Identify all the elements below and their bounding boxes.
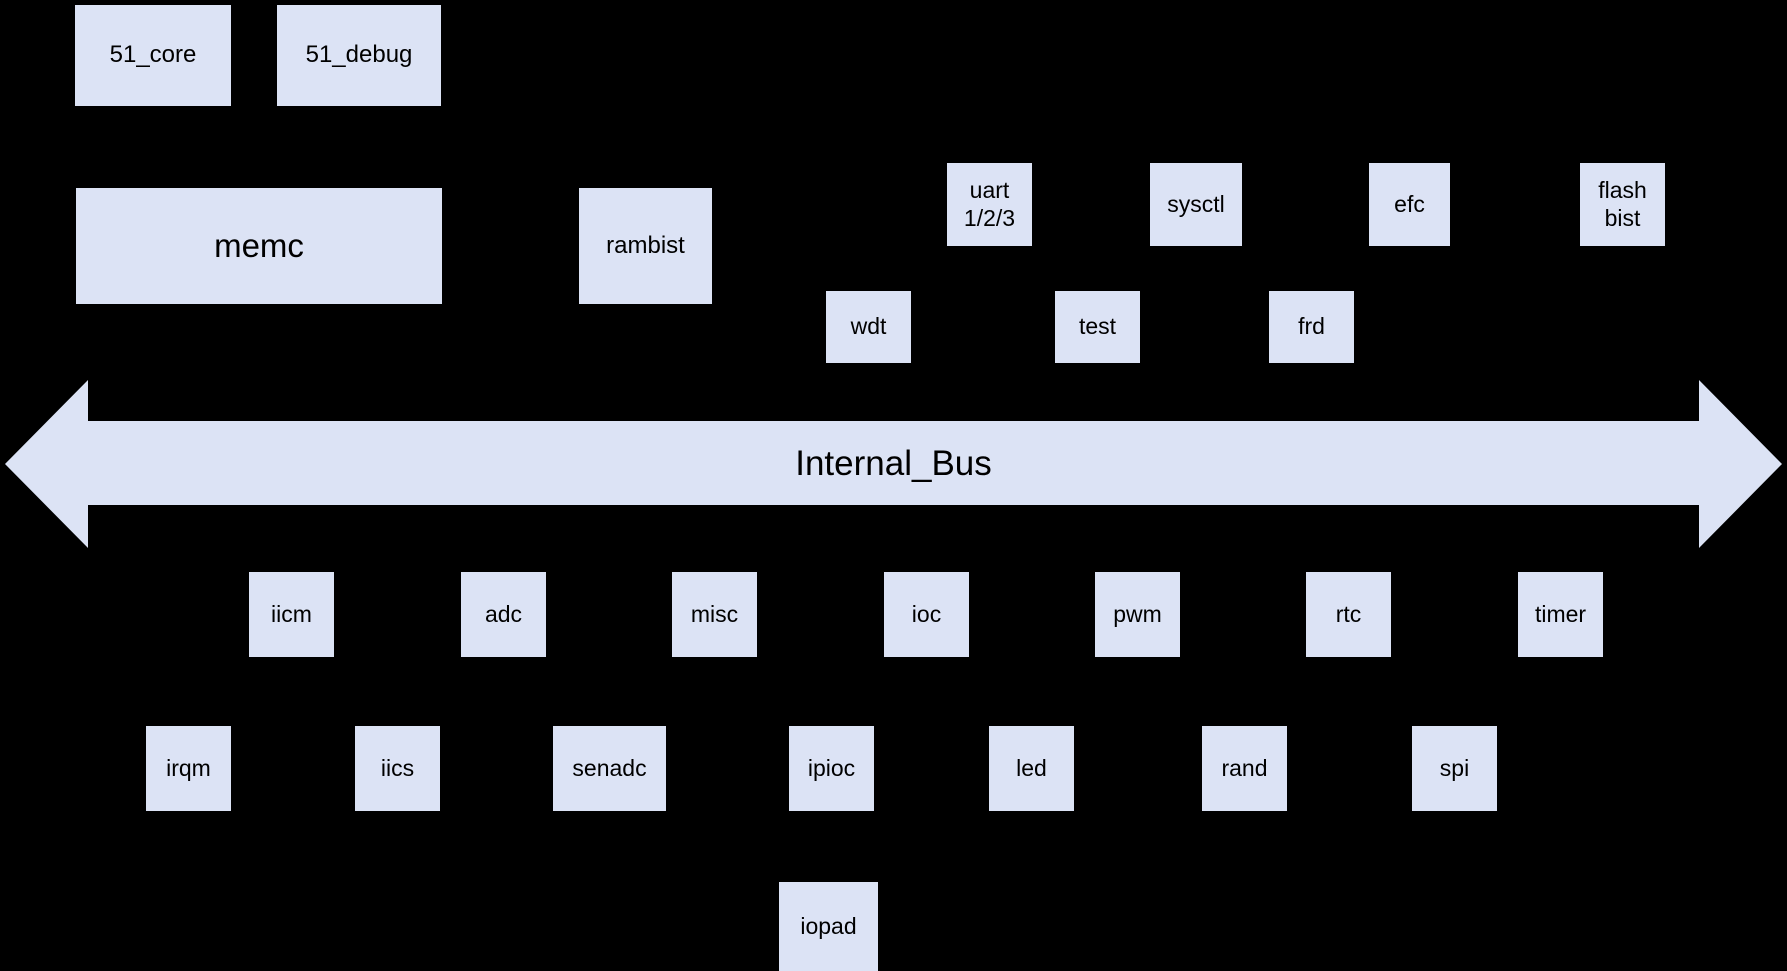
- block-rand[interactable]: rand: [1202, 726, 1287, 811]
- block-misc[interactable]: misc: [672, 572, 757, 657]
- block-ipioc[interactable]: ipioc: [789, 726, 874, 811]
- block-memc[interactable]: memc: [76, 188, 442, 304]
- block-rambist[interactable]: rambist: [579, 188, 712, 304]
- block-uart-1-2-3[interactable]: uart 1/2/3: [947, 163, 1032, 246]
- block-efc[interactable]: efc: [1369, 163, 1450, 246]
- block-iopad[interactable]: iopad: [779, 882, 878, 971]
- block-senadc[interactable]: senadc: [553, 726, 666, 811]
- block-ioc[interactable]: ioc: [884, 572, 969, 657]
- block-flash-bist[interactable]: flash bist: [1580, 163, 1665, 246]
- bus-arrow-shape: [5, 380, 1782, 548]
- block-iicm[interactable]: iicm: [249, 572, 334, 657]
- block-frd[interactable]: frd: [1269, 291, 1354, 363]
- block-timer[interactable]: timer: [1518, 572, 1603, 657]
- block-51-core[interactable]: 51_core: [75, 5, 231, 106]
- block-iics[interactable]: iics: [355, 726, 440, 811]
- block-irqm[interactable]: irqm: [146, 726, 231, 811]
- block-rtc[interactable]: rtc: [1306, 572, 1391, 657]
- block-51-debug[interactable]: 51_debug: [277, 5, 441, 106]
- block-sysctl[interactable]: sysctl: [1150, 163, 1242, 246]
- block-test[interactable]: test: [1055, 291, 1140, 363]
- block-spi[interactable]: spi: [1412, 726, 1497, 811]
- block-adc[interactable]: adc: [461, 572, 546, 657]
- block-led[interactable]: led: [989, 726, 1074, 811]
- block-pwm[interactable]: pwm: [1095, 572, 1180, 657]
- block-wdt[interactable]: wdt: [826, 291, 911, 363]
- internal-bus-arrow: [0, 378, 1787, 550]
